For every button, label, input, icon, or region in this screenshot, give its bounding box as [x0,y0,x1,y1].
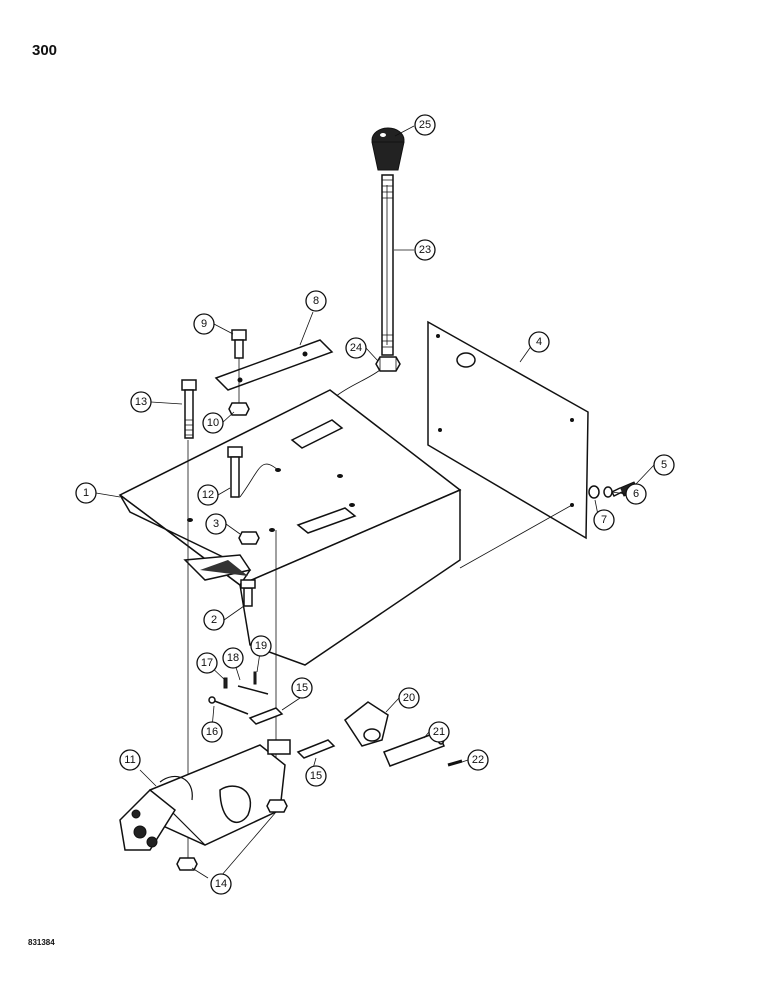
svg-text:6: 6 [633,488,639,500]
callout-4: 4 [528,331,550,353]
callout-19: 19 [250,635,272,657]
svg-text:3: 3 [213,518,219,530]
page-number: 300 [32,42,58,59]
svg-text:17: 17 [201,657,213,669]
callout-22: 22 [467,749,489,771]
spring-pin [447,759,463,767]
svg-text:9: 9 [201,318,207,330]
svg-text:21: 21 [433,726,445,738]
svg-text:15: 15 [296,682,308,694]
callout-3: 3 [205,513,227,535]
plate-nut [228,402,250,416]
svg-text:1: 1 [83,487,89,499]
rod-nut [375,356,401,372]
lever-rod [381,174,394,356]
cotter-pin-17 [223,677,228,689]
callout-24: 24 [345,337,367,359]
valve-nut-right [266,799,288,813]
svg-text:4: 4 [536,336,542,348]
callout-10: 10 [202,412,224,434]
svg-text:2: 2 [211,614,217,626]
svg-text:15: 15 [310,770,322,782]
callout-8: 8 [305,290,327,312]
callout-17: 17 [196,652,218,674]
callout-15: 15 [291,677,313,699]
callout-9: 9 [193,313,215,335]
svg-text:14: 14 [215,878,227,890]
svg-text:10: 10 [207,417,219,429]
valve-nut-left [176,857,198,871]
callout-5: 5 [653,454,675,476]
callout-11: 11 [119,749,141,771]
side-panel [427,320,589,540]
callout-21: 21 [428,721,450,743]
svg-text:22: 22 [472,754,484,766]
svg-text:13: 13 [135,396,147,408]
long-bolt [181,379,197,439]
svg-text:24: 24 [350,342,362,354]
small-nut [238,531,260,545]
callout-7: 7 [593,509,615,531]
callout-1: 1 [75,482,97,504]
plate-bolt [231,329,247,359]
svg-text:18: 18 [227,652,239,664]
callout-18: 18 [222,647,244,669]
callout-14: 14 [210,873,232,895]
clevis [343,701,389,747]
console-bracket [118,389,462,666]
svg-text:16: 16 [206,726,218,738]
svg-text:8: 8 [313,295,319,307]
callout-23: 23 [414,239,436,261]
svg-text:5: 5 [661,459,667,471]
callout-2: 2 [203,609,225,631]
link-upper [248,707,284,725]
callout-6: 6 [625,483,647,505]
callout-16: 16 [201,721,223,743]
svg-text:23: 23 [419,244,431,256]
leader-lines [95,125,655,879]
svg-text:19: 19 [255,640,267,652]
mounting-bolt [227,446,243,498]
svg-text:11: 11 [124,754,135,766]
link-lower [296,739,336,759]
document-code: 831384 [28,938,55,947]
callout-25: 25 [414,114,436,136]
svg-text:20: 20 [403,692,415,704]
svg-text:25: 25 [419,119,431,131]
callout-15b: 15 [305,765,327,787]
callout-20: 20 [398,687,420,709]
lock-washer [603,486,613,498]
callout-13: 13 [130,391,152,413]
callout-12: 12 [197,484,219,506]
cotter-pin-19 [253,671,257,685]
pin-16 [208,696,249,715]
pin-18 [237,685,269,695]
bottom-bolt [240,579,256,607]
cover-plate [214,339,334,391]
svg-text:7: 7 [601,514,607,526]
svg-text:12: 12 [202,489,214,501]
lever-knob [371,127,405,171]
control-valve [119,739,291,851]
flat-washer [588,485,600,499]
